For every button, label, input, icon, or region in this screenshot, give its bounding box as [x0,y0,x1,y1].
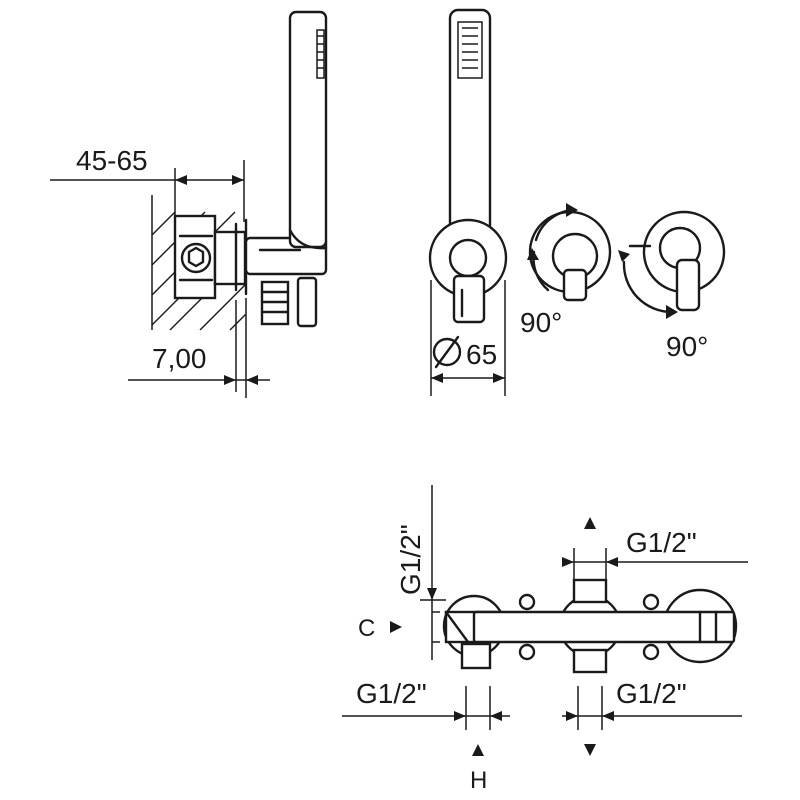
rotation-left-label: 90° [520,307,562,338]
thread-vertical-label: G1/2" [395,524,426,595]
diameter-label: 65 [466,339,497,370]
spray-nozzles-side [317,35,324,69]
front-view: 65 [428,8,508,396]
rotation-detail-left: 90° [520,203,612,338]
thread-top-right-label: G1/2" [626,527,697,558]
side-section-view: 45-65 7,00 [50,10,328,398]
rotation-detail-right: 90° [618,210,726,362]
thread-bottom-left-label: G1/2" [356,678,427,709]
projection-label: 7,00 [152,343,207,374]
connection-view: G1/2" C G1/2" G1/2" H G1/2" [342,485,748,794]
port-c-label: C [358,615,375,642]
thread-bottom-right-label: G1/2" [616,678,687,709]
wall-depth-label: 45-65 [76,145,148,176]
spray-nozzles-front [462,27,478,69]
port-h-label: H [470,767,487,794]
rotation-right-label: 90° [666,331,708,362]
diameter-symbol [432,335,462,369]
